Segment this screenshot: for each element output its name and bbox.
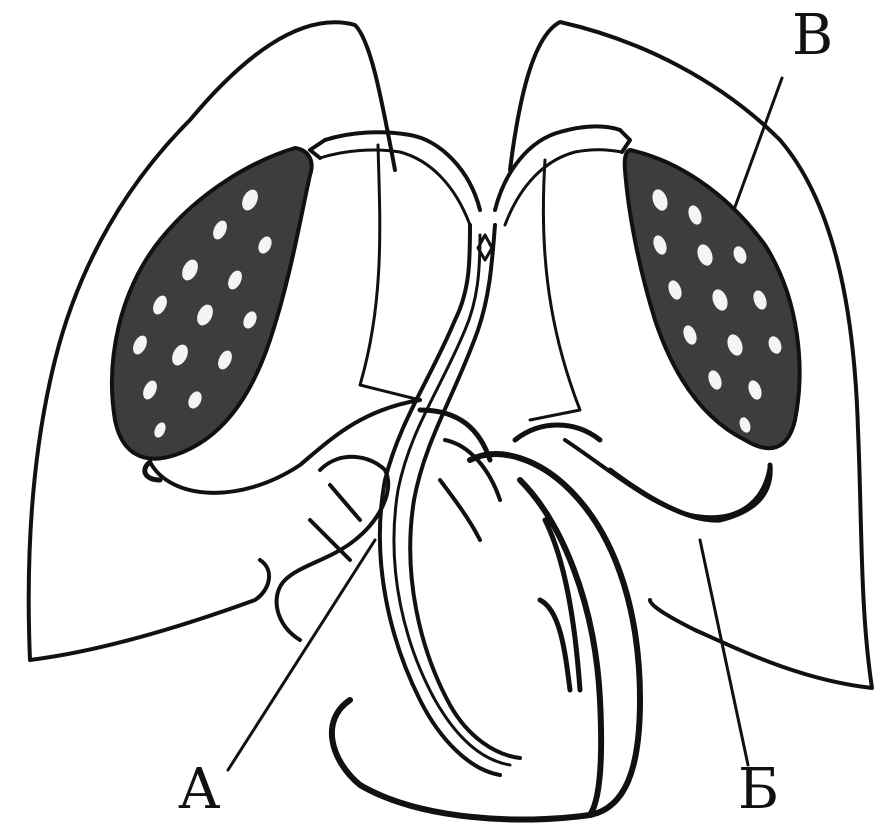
heart-inner-chamber [540, 520, 580, 690]
heart-septum [520, 480, 601, 815]
trachea-right-inner [505, 150, 622, 225]
right-alveoli-cluster [625, 150, 800, 448]
leader-line-a [228, 540, 375, 770]
central-tube-outer-right [410, 225, 520, 758]
label-b: Б [738, 762, 779, 818]
left-alveoli-cluster [112, 148, 312, 459]
label-v: В [792, 8, 833, 64]
label-a: А [178, 762, 220, 818]
right-pulmonary-vessel [610, 465, 770, 520]
left-bronchus-tip [310, 140, 325, 158]
leader-line-b [700, 540, 748, 765]
